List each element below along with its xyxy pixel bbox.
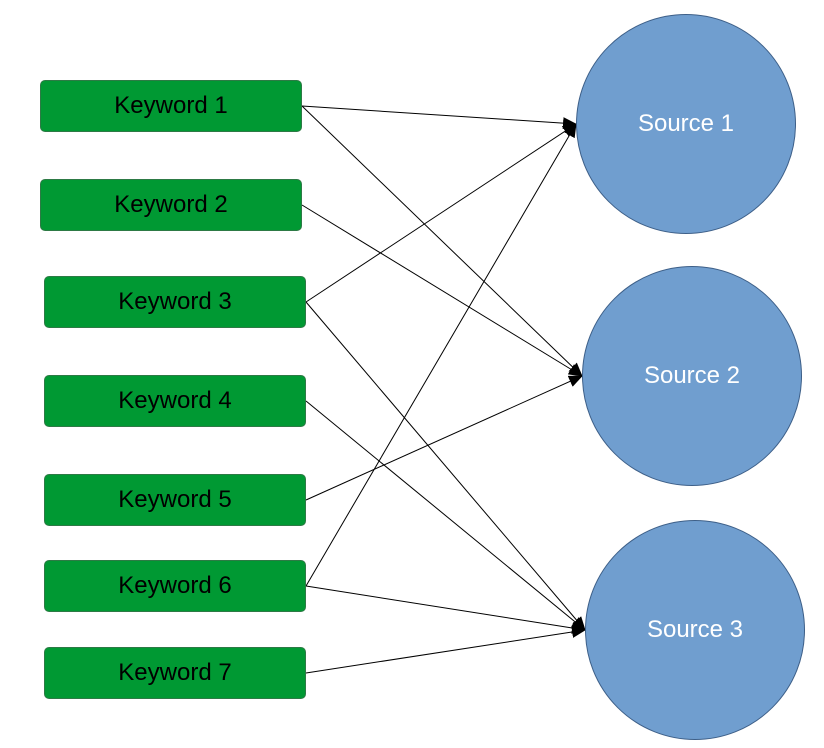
source-1-node[interactable]: Source 1 [576,14,796,234]
keyword-5-label: Keyword 5 [118,486,232,513]
keyword-1-label: Keyword 1 [114,92,228,119]
edge-kw6-to-src1 [305,123,577,587]
source-1-label: Source 1 [637,110,735,137]
edge-kw7-to-src3 [305,626,586,674]
edge-kw2-to-src2 [301,204,583,377]
keyword-3-node[interactable]: Keyword 3 [44,276,306,328]
edge-kw3-to-src1 [305,123,577,303]
keyword-6-node[interactable]: Keyword 6 [44,560,306,612]
keyword-2-node[interactable]: Keyword 2 [40,179,302,231]
edge-kw1-to-src2 [301,105,583,377]
edge-kw1-to-src1 [301,105,577,130]
edge-kw4-to-src3 [305,400,586,631]
source-2-label: Source 2 [643,362,741,389]
keyword-6-label: Keyword 6 [118,572,232,599]
keyword-4-label: Keyword 4 [118,387,232,414]
edge-kw5-to-src2 [305,375,583,501]
keyword-2-label: Keyword 2 [114,191,228,218]
keyword-3-label: Keyword 3 [118,288,232,315]
edge-kw6-to-src3 [305,585,586,634]
source-2-node[interactable]: Source 2 [582,266,802,486]
keyword-7-node[interactable]: Keyword 7 [44,647,306,699]
source-3-label: Source 3 [646,616,744,643]
source-3-node[interactable]: Source 3 [585,520,805,740]
keyword-4-node[interactable]: Keyword 4 [44,375,306,427]
keyword-5-node[interactable]: Keyword 5 [44,474,306,526]
edge-kw3-to-src3 [305,301,586,631]
keyword-1-node[interactable]: Keyword 1 [40,80,302,132]
keyword-7-label: Keyword 7 [118,659,232,686]
